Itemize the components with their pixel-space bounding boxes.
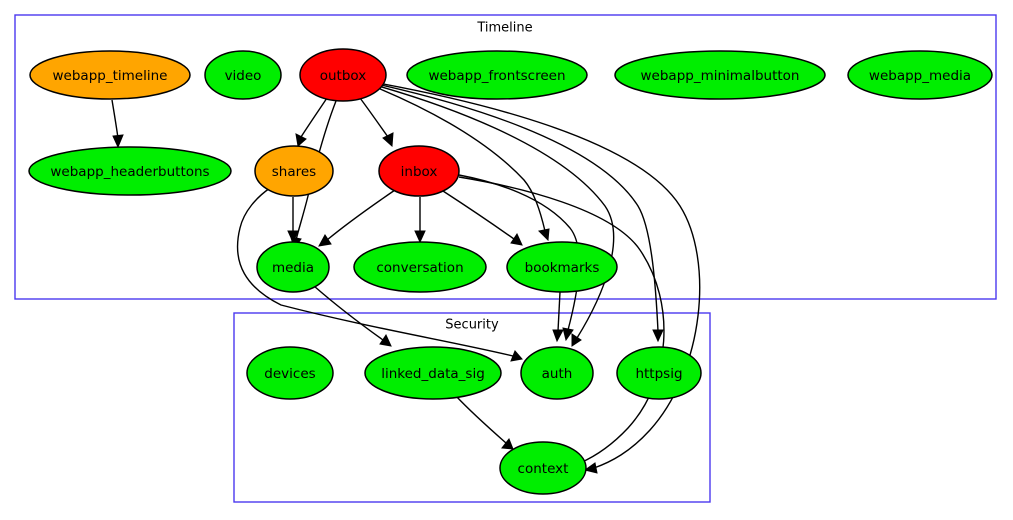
node-webapp_frontscreen[interactable]: webapp_frontscreen [406, 50, 588, 100]
node-linked_data_sig[interactable]: linked_data_sig [364, 346, 502, 400]
node-inbox[interactable]: inbox [378, 145, 460, 197]
edge-inbox-to-media [318, 189, 396, 247]
node-devices[interactable]: devices [246, 346, 334, 400]
edge-layer [111, 82, 701, 474]
arrowhead-icon [287, 230, 299, 244]
node-outbox[interactable]: outbox [299, 48, 387, 102]
edge-shares-to-media [287, 197, 299, 244]
edge-line [111, 99, 119, 139]
edge-outbox-to-context [377, 82, 701, 474]
arrowhead-icon [562, 327, 574, 342]
node-shape-auth[interactable] [520, 346, 594, 400]
edge-outbox-to-shares [295, 97, 328, 147]
node-shape-inbox[interactable] [378, 145, 460, 197]
arrowhead-icon [583, 462, 598, 474]
node-webapp_headerbuttons[interactable]: webapp_headerbuttons [28, 146, 232, 196]
arrowhead-icon [510, 232, 523, 246]
node-shape-conversation[interactable] [353, 241, 487, 293]
edge-outbox-to-auth [374, 84, 615, 347]
edge-line [458, 176, 665, 464]
node-webapp_timeline[interactable]: webapp_timeline [29, 50, 191, 100]
edge-inbox-to-bookmarks [442, 190, 523, 246]
edge-line [295, 100, 337, 241]
cluster-cluster_timeline: Timeline [14, 14, 997, 300]
arrowhead-icon [382, 132, 394, 148]
node-webapp_media[interactable]: webapp_media [847, 50, 993, 100]
edge-bookmarks-to-auth [552, 291, 564, 343]
node-webapp_minimalbutton[interactable]: webapp_minimalbutton [614, 50, 826, 100]
edge-line [300, 97, 328, 138]
node-shape-context[interactable] [499, 441, 587, 495]
edge-inbox-to-conversation [414, 197, 426, 244]
edge-line [359, 97, 389, 138]
edge-line [372, 85, 546, 232]
edge-outbox-to-bookmarks [372, 85, 550, 242]
arrowhead-icon [112, 134, 124, 149]
node-shares[interactable]: shares [254, 145, 334, 197]
edge-shares-to-auth [236, 187, 523, 362]
edge-line [313, 285, 384, 341]
edge-linked_data_sig-to-context [455, 395, 514, 450]
node-conversation[interactable]: conversation [353, 241, 487, 293]
node-layer: webapp_timeline video outbox webapp_frontsc… [28, 48, 993, 495]
cluster-label-cluster_timeline: Timeline [476, 21, 532, 36]
node-bookmarks[interactable]: bookmarks [506, 241, 618, 293]
node-httpsig[interactable]: httpsig [616, 346, 702, 400]
node-media[interactable]: media [256, 241, 330, 293]
edge-line [376, 83, 659, 332]
arrowhead-icon [652, 329, 664, 343]
cluster-border-cluster_security [233, 312, 711, 503]
cluster-label-cluster_security: Security [445, 318, 499, 333]
arrowhead-icon [552, 329, 564, 343]
node-shape-bookmarks[interactable] [506, 241, 618, 293]
node-auth[interactable]: auth [520, 346, 594, 400]
node-shape-httpsig[interactable] [616, 346, 702, 400]
edge-webapp_timeline-to-webapp_headerbuttons [111, 99, 124, 149]
node-shape-linked_data_sig[interactable] [364, 346, 502, 400]
arrowhead-icon [379, 333, 392, 347]
edge-media-to-linked_data_sig [313, 285, 392, 347]
node-shape-media[interactable] [256, 241, 330, 293]
node-shape-webapp_media[interactable] [847, 50, 993, 100]
node-shape-webapp_minimalbutton[interactable] [614, 50, 826, 100]
cluster-cluster_security: Security [233, 312, 711, 503]
node-shape-video[interactable] [204, 50, 282, 100]
node-shape-outbox[interactable] [299, 48, 387, 102]
cluster-border-cluster_timeline [14, 14, 997, 300]
edge-line [377, 82, 701, 469]
edge-line [455, 395, 507, 444]
edge-line [442, 190, 515, 240]
edge-line [326, 189, 396, 241]
arrowhead-icon [318, 234, 332, 247]
arrowhead-icon [414, 230, 426, 244]
node-shape-webapp_frontscreen[interactable] [406, 50, 588, 100]
node-shape-webapp_headerbuttons[interactable] [28, 146, 232, 196]
arrowhead-icon [571, 333, 582, 347]
edge-outbox-to-inbox [359, 97, 394, 148]
edge-line [236, 187, 514, 357]
edge-line [374, 84, 615, 339]
node-shape-webapp_timeline[interactable] [29, 50, 191, 100]
arrowhead-icon [537, 228, 550, 242]
edge-line [557, 291, 561, 332]
node-video[interactable]: video [204, 50, 282, 100]
arrowhead-icon [295, 133, 307, 147]
node-shape-devices[interactable] [246, 346, 334, 400]
arrowhead-icon [501, 438, 514, 450]
node-context[interactable]: context [499, 441, 587, 495]
node-shape-shares[interactable] [254, 145, 334, 197]
arrowhead-icon [510, 350, 523, 362]
